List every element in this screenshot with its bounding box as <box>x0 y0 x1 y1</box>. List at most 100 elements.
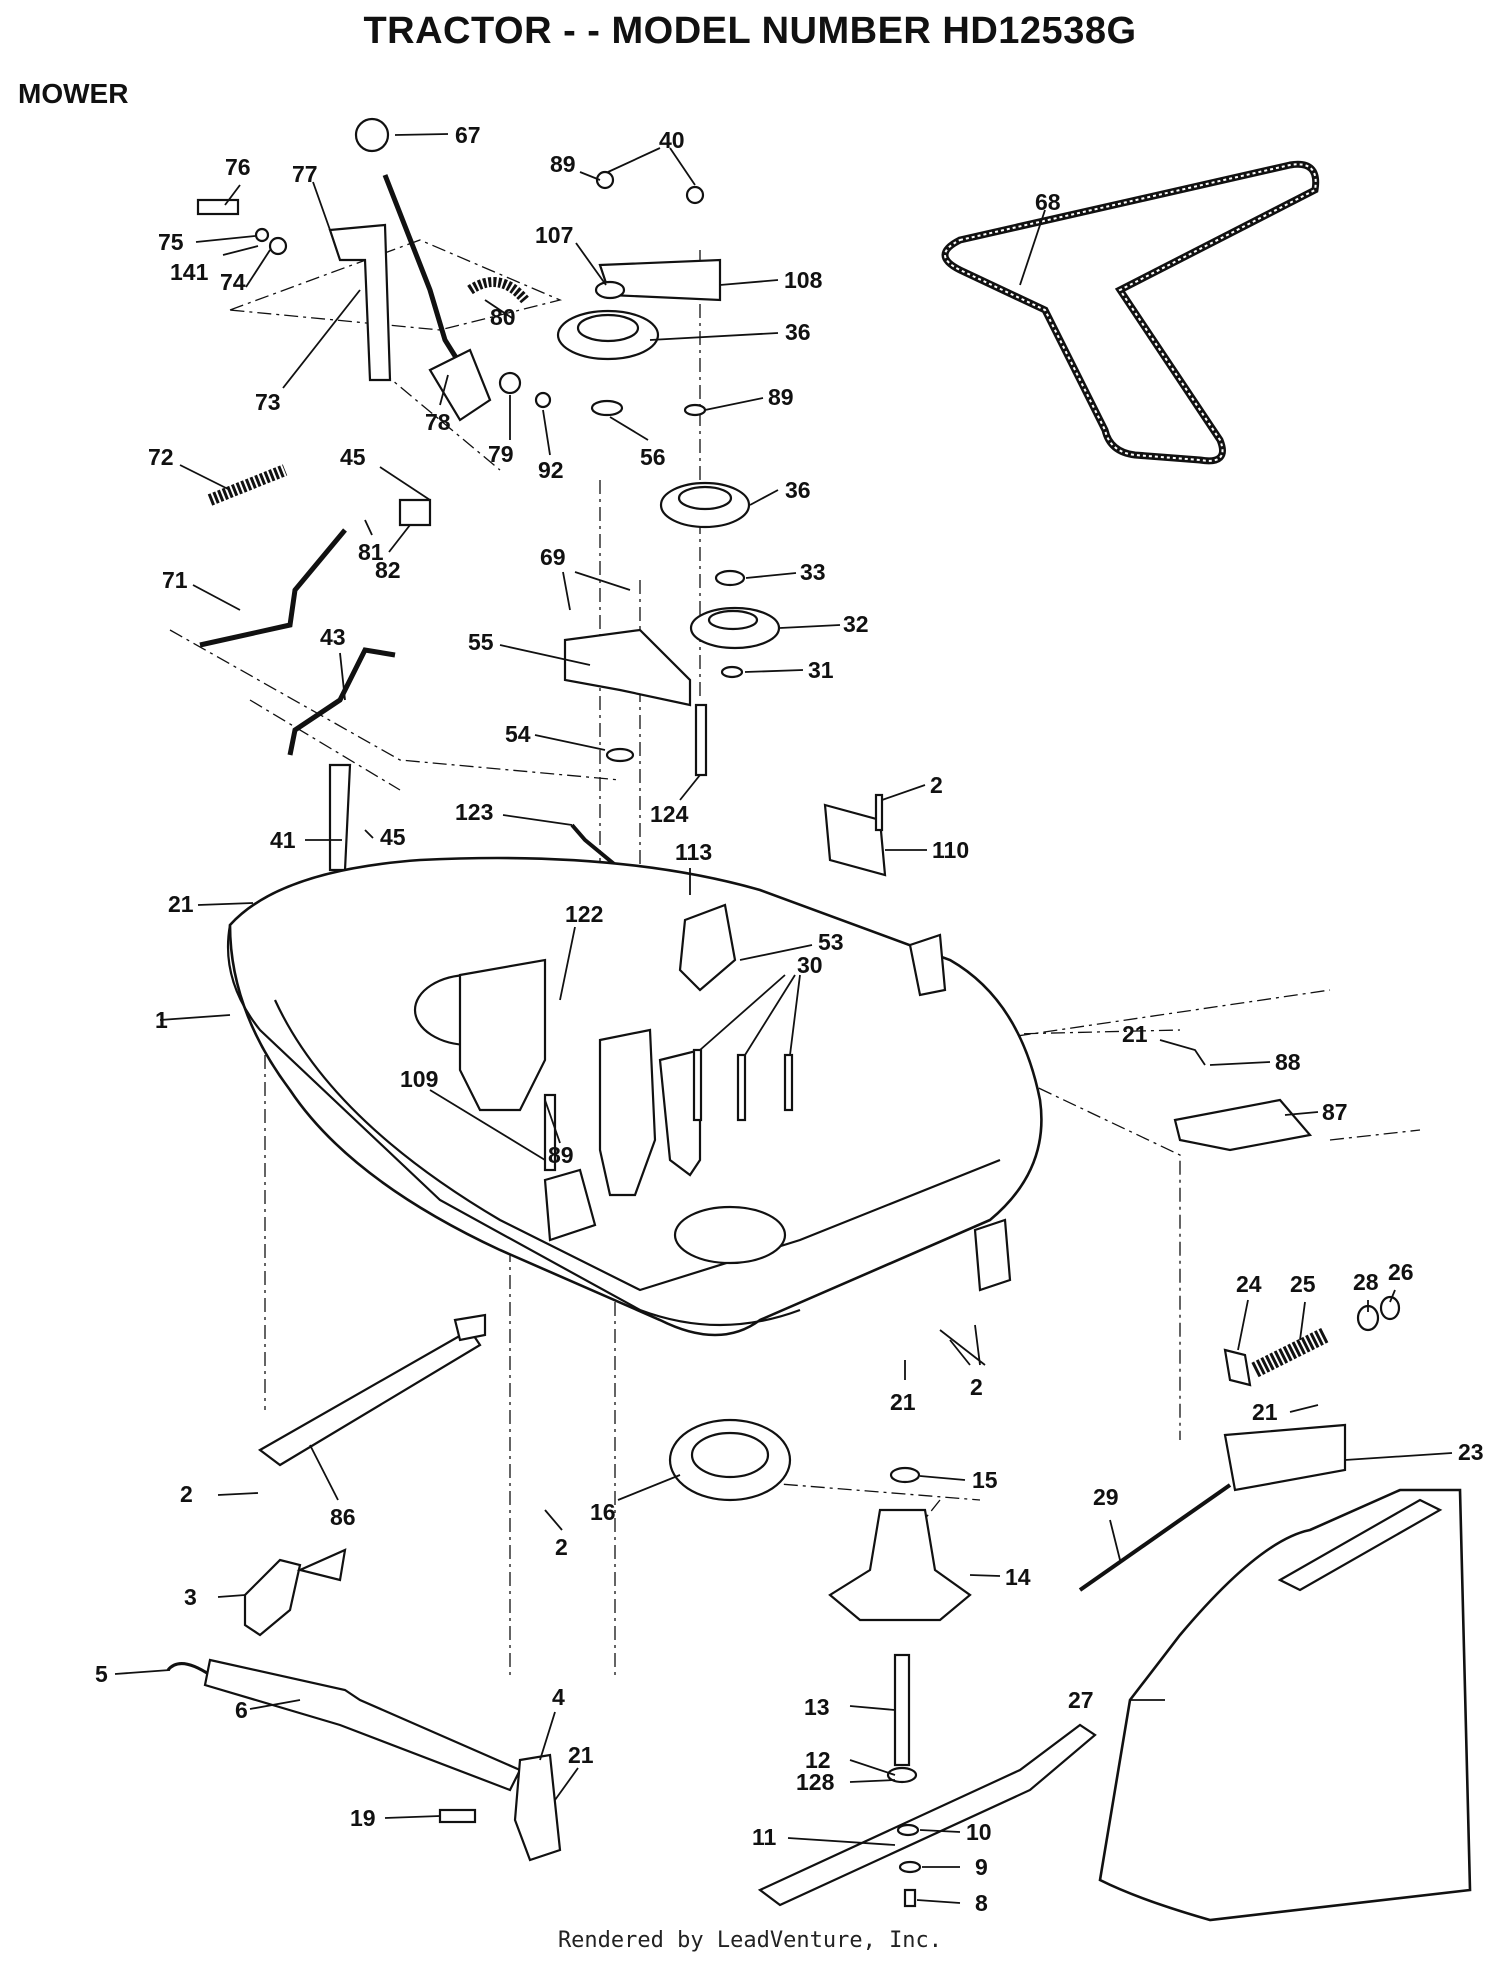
stabilizer-86 <box>258 1328 482 1467</box>
callout-16: 16 <box>590 1499 616 1525</box>
callout-141: 141 <box>170 259 209 285</box>
callout-26: 26 <box>1388 1259 1414 1285</box>
callout-81: 81 <box>358 539 384 565</box>
callout-76: 76 <box>225 154 251 180</box>
blade-11 <box>757 1723 1097 1907</box>
callout-107: 107 <box>535 222 573 248</box>
callout-72: 72 <box>148 444 174 470</box>
washer-54 <box>605 747 635 763</box>
bracket-3-tab <box>296 1548 347 1582</box>
callout-92: 92 <box>538 457 564 483</box>
callout-23: 23 <box>1458 1439 1484 1465</box>
callout-3: 3 <box>184 1584 197 1610</box>
callout-21-a: 21 <box>168 891 194 917</box>
nut-40 <box>685 185 705 205</box>
spindle-housing-14 <box>828 1508 972 1622</box>
washer-141 <box>254 227 270 243</box>
callout-9: 9 <box>975 1854 988 1880</box>
callout-11: 11 <box>752 1824 777 1850</box>
callout-6: 6 <box>235 1697 248 1723</box>
drive-belt <box>941 160 1320 465</box>
knob <box>354 117 390 153</box>
callout-21-d: 21 <box>890 1389 916 1415</box>
callout-71: 71 <box>162 567 188 593</box>
callout-123: 123 <box>455 799 493 825</box>
callout-78: 78 <box>425 409 451 435</box>
callout-12: 12 <box>805 1747 831 1773</box>
callout-45-a: 45 <box>340 444 366 470</box>
callout-113: 113 <box>675 839 712 865</box>
link-6 <box>203 1658 522 1792</box>
rod-43 <box>287 647 396 756</box>
nut-92 <box>534 391 552 409</box>
callout-8: 8 <box>975 1890 988 1916</box>
callout-128: 128 <box>796 1769 835 1795</box>
callout-86: 86 <box>330 1504 356 1530</box>
mower-deck-skirt <box>226 924 801 1327</box>
callout-24: 24 <box>1236 1271 1262 1297</box>
deck-bracket-center <box>598 1028 657 1197</box>
bolt-30-a <box>692 1048 703 1122</box>
callout-13: 13 <box>804 1694 830 1720</box>
washer-12 <box>886 1766 918 1784</box>
washer-89 <box>683 403 707 417</box>
callout-124: 124 <box>650 801 689 827</box>
callout-5: 5 <box>95 1661 108 1687</box>
bolt-2-top <box>874 793 884 832</box>
callout-2-d: 2 <box>180 1481 193 1507</box>
bearing-15 <box>889 1466 921 1484</box>
callout-82: 82 <box>375 557 401 583</box>
callout-122: 122 <box>565 901 603 927</box>
callout-36-b: 36 <box>785 477 811 503</box>
bolt-124 <box>694 703 708 777</box>
callout-87: 87 <box>1322 1099 1348 1125</box>
callout-55: 55 <box>468 629 494 655</box>
bolt-19 <box>438 1808 477 1824</box>
callout-43: 43 <box>320 624 346 650</box>
bearing-33 <box>714 569 746 587</box>
bolt-8 <box>903 1888 917 1908</box>
bolt-76 <box>196 198 240 216</box>
callout-80: 80 <box>490 304 516 330</box>
callout-21-e: 21 <box>568 1742 594 1768</box>
callout-19: 19 <box>350 1805 376 1831</box>
discharge-chute-27 <box>1098 1488 1472 1922</box>
drive-belt-inner <box>944 163 1317 462</box>
callout-41: 41 <box>270 827 296 853</box>
callout-33: 33 <box>800 559 826 585</box>
callout-67: 67 <box>455 122 481 148</box>
washer-26 <box>1379 1295 1401 1321</box>
spring-25 <box>1251 1327 1329 1378</box>
lift-rod <box>382 174 473 382</box>
callout-10: 10 <box>966 1819 992 1845</box>
rod-29 <box>1078 1483 1232 1592</box>
callout-2-a: 2 <box>930 772 943 798</box>
footer-credit: Rendered by LeadVenture, Inc. <box>557 1928 943 1953</box>
bolt-109 <box>543 1093 557 1172</box>
discharge-chute-27-top <box>1277 1498 1443 1592</box>
callout-45-b: 45 <box>380 824 406 850</box>
callout-69: 69 <box>540 544 566 570</box>
bracket-24 <box>1223 1348 1252 1387</box>
pulley-32-hub <box>707 609 759 631</box>
callout-56: 56 <box>640 444 666 470</box>
plate-55 <box>563 628 692 707</box>
bracket-53 <box>678 903 737 992</box>
callout-75: 75 <box>158 229 184 255</box>
washer-79 <box>498 371 522 395</box>
callout-89-a: 89 <box>550 151 576 177</box>
callout-27: 27 <box>1068 1687 1094 1713</box>
callout-53: 53 <box>818 929 844 955</box>
callout-74: 74 <box>220 269 246 295</box>
rod-71 <box>199 528 347 648</box>
callout-21-c: 21 <box>1252 1399 1278 1425</box>
nut-89-top <box>595 170 615 190</box>
callout-32: 32 <box>843 611 869 637</box>
callout-14: 14 <box>1005 1564 1031 1590</box>
callout-89-c: 89 <box>548 1142 574 1168</box>
washer-31 <box>720 665 744 679</box>
callout-21-b: 21 <box>1122 1021 1148 1047</box>
callout-40: 40 <box>659 127 685 153</box>
callout-109: 109 <box>400 1066 438 1092</box>
